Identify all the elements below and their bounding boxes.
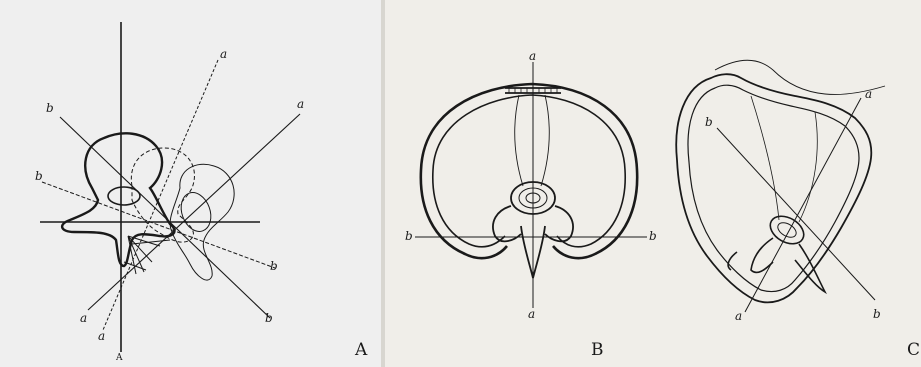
vertebral-body-c-core	[775, 220, 798, 240]
panel-a-label: A	[355, 340, 367, 360]
label-c-a-top: a	[865, 87, 872, 101]
panel-b-label: B	[591, 340, 604, 360]
label-a-top: a	[220, 47, 227, 61]
panel-bc-drawing: a b b a a b a b	[385, 0, 921, 367]
label-b-b-right: b	[649, 229, 657, 243]
label-b-right: b	[270, 259, 278, 273]
axis-c-b	[717, 128, 875, 300]
panel-c-label: C	[907, 340, 920, 360]
oblique-line-b-dashed	[42, 182, 275, 268]
label-axis-a: A	[115, 353, 123, 363]
lung-curve-c	[751, 96, 817, 222]
label-b-a-top: a	[529, 49, 536, 63]
thorax-ring-outer	[421, 84, 637, 258]
label-a-bottom: a	[98, 329, 105, 343]
label-b-upper-left: b	[46, 101, 54, 115]
thorax-c-outer	[676, 74, 871, 302]
thorax-c-inner	[688, 85, 859, 291]
rotated-body-inner	[176, 188, 216, 235]
label-b-a-bottom: a	[528, 307, 535, 321]
label-b-bottom-right: b	[265, 311, 273, 325]
mediastinum-lines	[515, 95, 550, 186]
label-a-bottom-left: a	[80, 311, 87, 325]
label-c-b-bottom: b	[873, 307, 881, 321]
panel-a-drawing: b b a a b b a a A	[0, 0, 381, 367]
label-b-left: b	[35, 169, 43, 183]
panel-bc: a b b a a b a b B	[385, 0, 921, 367]
vertebral-processes-c	[728, 238, 825, 292]
oblique-line-a-solid	[88, 114, 300, 310]
panel-a: b b a a b b a a A A	[0, 0, 381, 367]
label-b-b-left: b	[405, 229, 413, 243]
vertebral-body-c	[765, 211, 808, 250]
label-c-b-top: b	[705, 115, 713, 129]
label-a-top-right: a	[297, 97, 304, 111]
vertebral-body-inner	[108, 187, 140, 205]
thorax-ring-inner	[433, 95, 625, 247]
label-c-a-bottom: a	[735, 309, 742, 323]
